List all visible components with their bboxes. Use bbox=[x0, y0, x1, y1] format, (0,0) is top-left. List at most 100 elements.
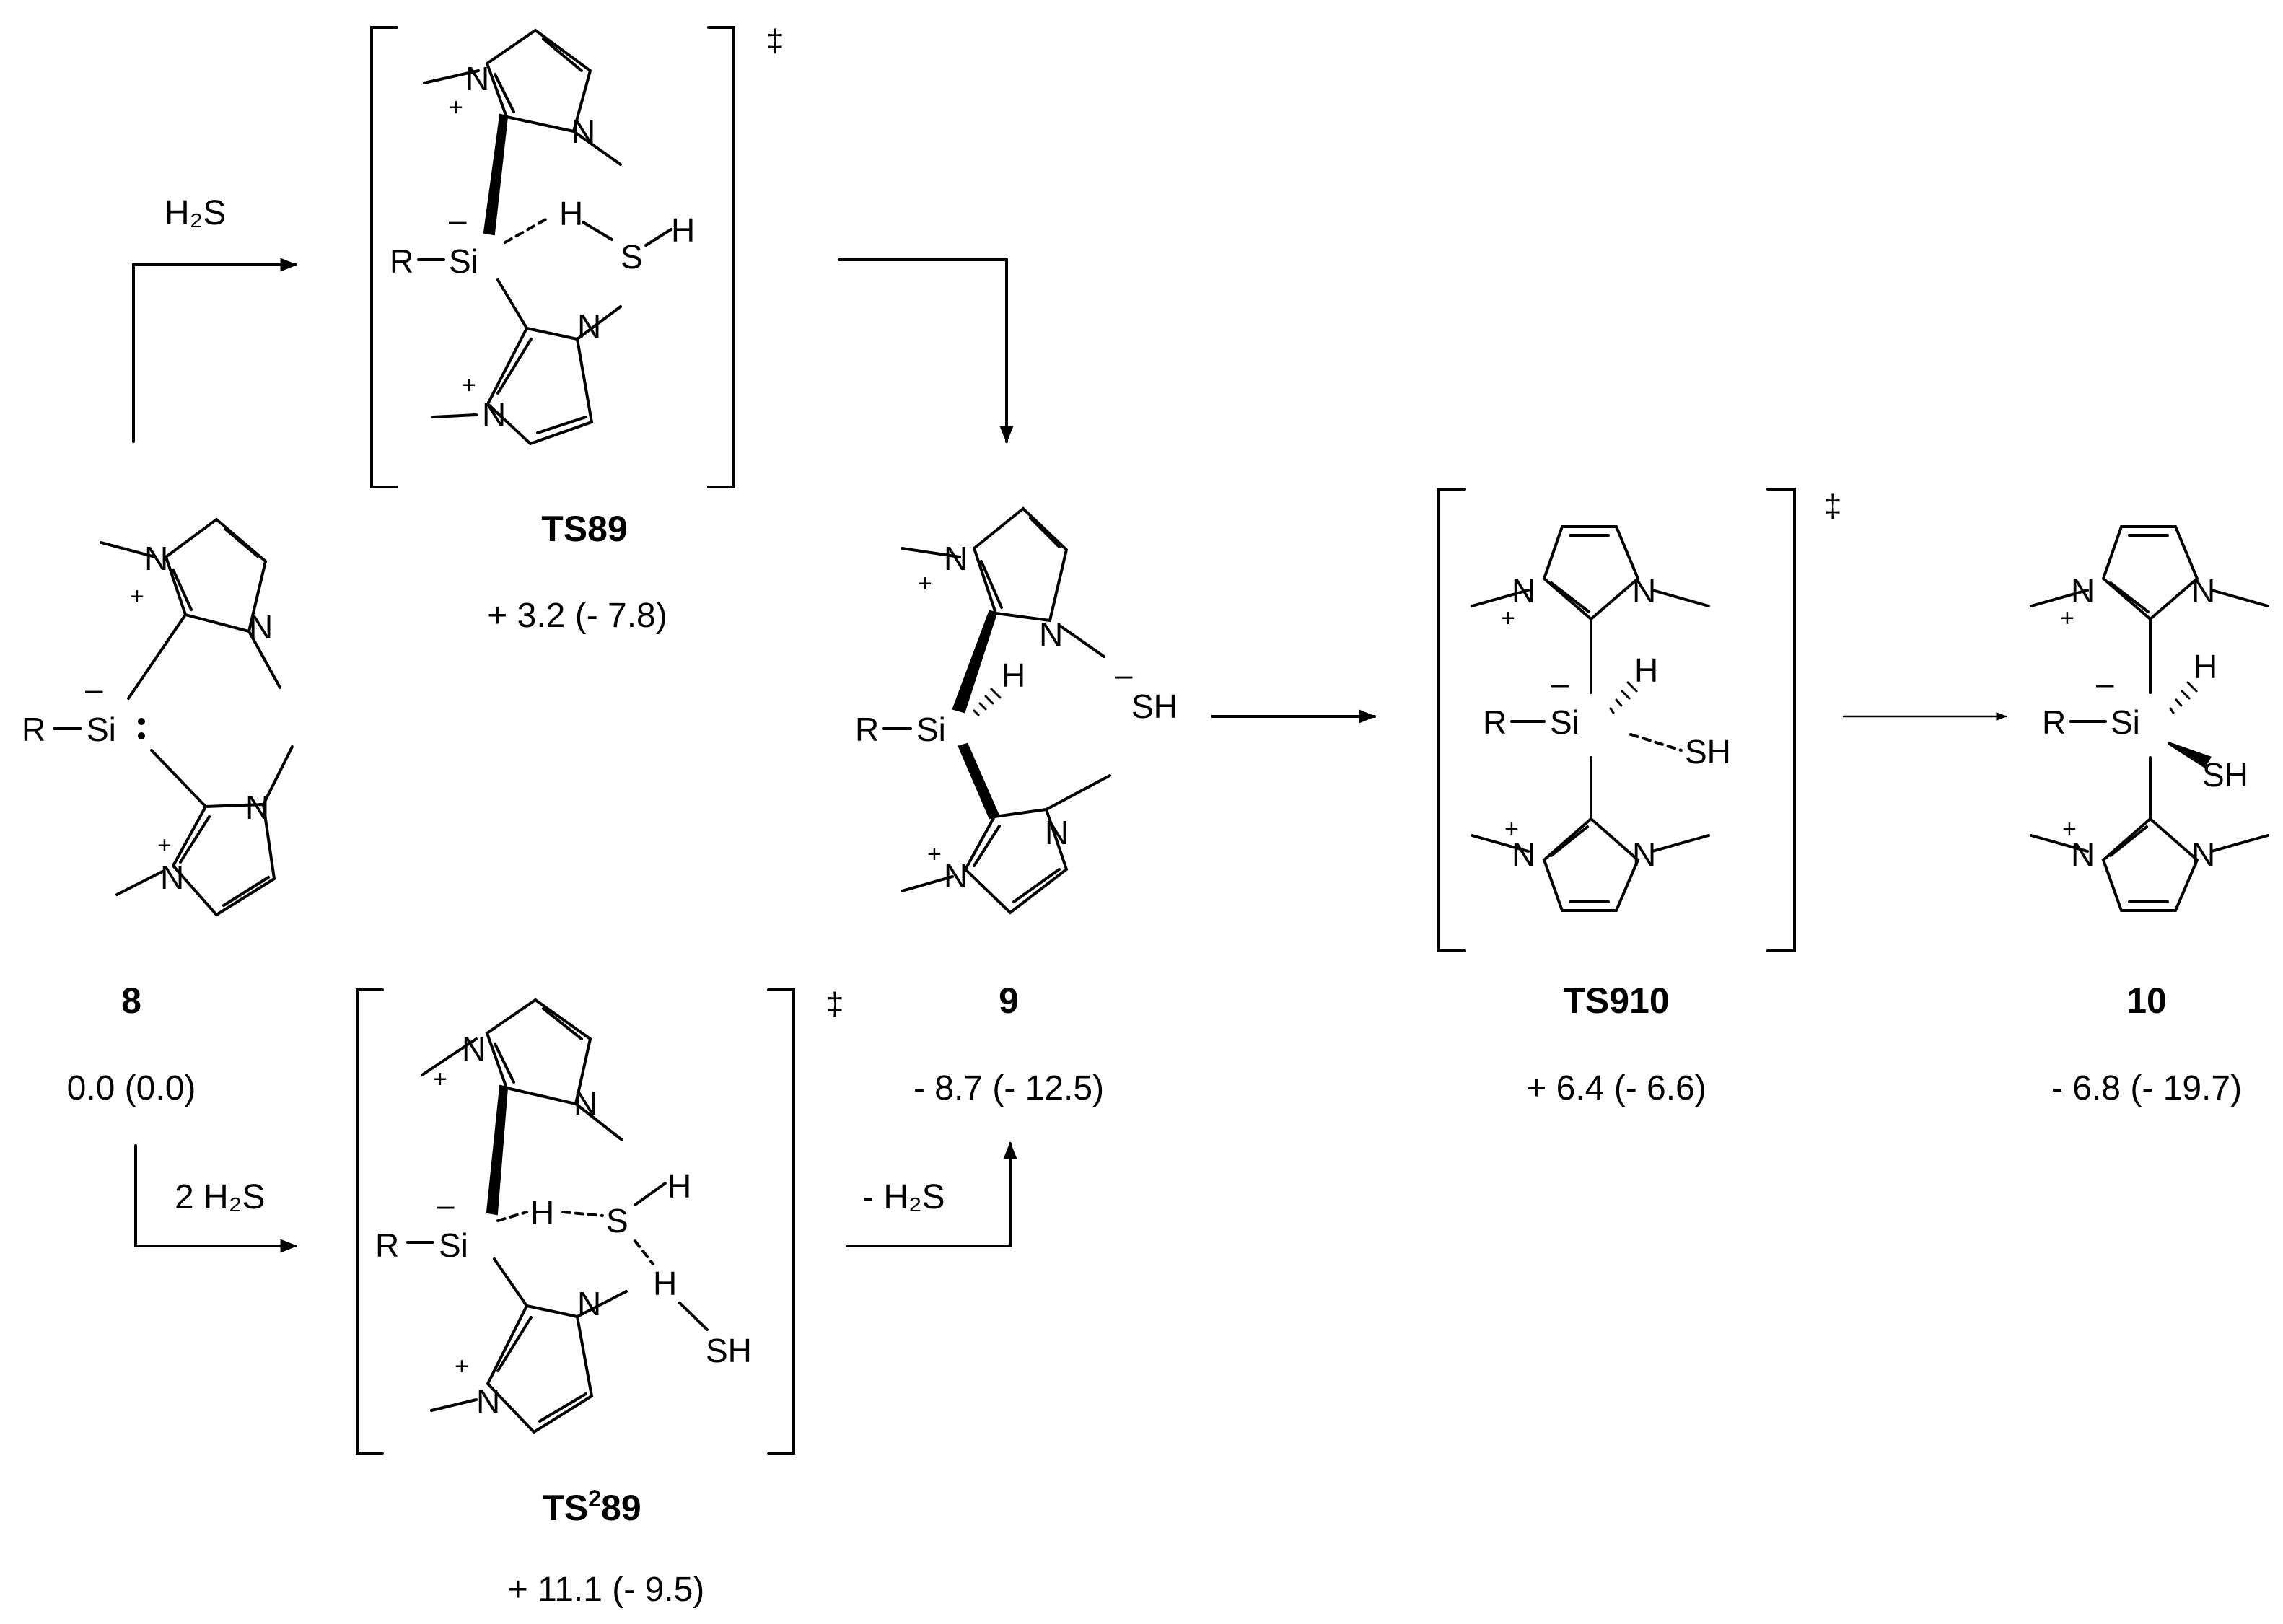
compound-energy-9: - 8.7 (- 12.5) bbox=[913, 1069, 1105, 1107]
atom-ts289-sh: SH bbox=[706, 1332, 752, 1369]
atom-9-n4: N bbox=[944, 857, 968, 895]
atom-9-minus: – bbox=[1115, 657, 1133, 693]
atom-9-si: Si bbox=[916, 711, 946, 748]
atom-ts89-plus2: + bbox=[462, 372, 476, 399]
compound-name-ts289: TS289 bbox=[542, 1487, 641, 1528]
compound-name-ts89: TS89 bbox=[541, 509, 628, 549]
atom-9-r: R bbox=[855, 711, 879, 748]
atom-8-minus: – bbox=[85, 672, 103, 707]
atom-ts89-minus: – bbox=[449, 203, 467, 238]
atom-9-n3: N bbox=[1045, 814, 1069, 851]
atom-ts89-h1: H bbox=[559, 195, 583, 232]
atom-10-si: Si bbox=[2111, 703, 2140, 741]
bracket-ts910 bbox=[1437, 488, 1796, 952]
atom-ts89-n2: N bbox=[571, 113, 595, 150]
arrow-ts289-to-9 bbox=[846, 1141, 1017, 1247]
reagent-minus-h2s: - H₂S bbox=[862, 1178, 945, 1216]
compound-energy-ts910: + 6.4 (- 6.6) bbox=[1526, 1069, 1706, 1107]
atom-ts289-h1: H bbox=[530, 1194, 554, 1232]
atom-8-si: Si bbox=[87, 711, 116, 748]
atom-ts910-n1: N bbox=[1512, 572, 1535, 610]
atom-ts289-plus1: + bbox=[433, 1066, 447, 1093]
atom-ts289-r: R bbox=[375, 1226, 399, 1264]
atom-ts289-si: Si bbox=[439, 1226, 468, 1264]
compound-energy-10: - 6.8 (- 19.7) bbox=[2051, 1069, 2243, 1107]
arrow-8-to-ts289 bbox=[134, 1144, 298, 1253]
ts289-superscript: 2 bbox=[588, 1485, 602, 1511]
atom-ts910-sh: SH bbox=[1685, 733, 1731, 771]
atom-9-n1: N bbox=[944, 540, 968, 577]
atom-8-n2: N bbox=[249, 608, 273, 646]
atom-ts89-plus1: + bbox=[449, 94, 463, 121]
compound-energy-ts289: + 11.1 (- 9.5) bbox=[507, 1571, 705, 1609]
atom-ts289-n4: N bbox=[476, 1382, 500, 1420]
structure-9 bbox=[882, 506, 1111, 915]
atom-9-h: H bbox=[1002, 657, 1025, 694]
atom-ts910-si: Si bbox=[1550, 703, 1579, 741]
compound-energy-ts89: + 3.2 (- 7.8) bbox=[487, 597, 667, 635]
atom-9-plus1: + bbox=[918, 570, 932, 597]
atom-ts910-h: H bbox=[1634, 651, 1658, 689]
atom-ts89-h2: H bbox=[671, 211, 695, 249]
structure-10 bbox=[2030, 525, 2269, 912]
atom-ts289-minus: – bbox=[437, 1188, 455, 1223]
compound-name-8: 8 bbox=[121, 980, 141, 1021]
atom-10-h: H bbox=[2194, 648, 2217, 685]
atom-8-n1: N bbox=[144, 540, 168, 577]
atom-9-plus2: + bbox=[927, 840, 942, 868]
atom-8-n4: N bbox=[160, 859, 184, 896]
atom-ts289-n3: N bbox=[577, 1285, 601, 1322]
atom-ts89-n1: N bbox=[465, 60, 489, 97]
compound-name-9: 9 bbox=[999, 980, 1019, 1021]
atom-ts89-s: S bbox=[621, 238, 643, 276]
atom-ts910-plus1: + bbox=[1501, 605, 1515, 632]
atom-10-plus2: + bbox=[2062, 815, 2077, 843]
compound-name-10: 10 bbox=[2126, 980, 2167, 1021]
atom-ts910-minus: – bbox=[1551, 666, 1569, 701]
ts289-suffix: 89 bbox=[601, 1488, 641, 1528]
atom-ts289-s: S bbox=[606, 1202, 628, 1239]
atom-8-plus2: + bbox=[157, 832, 172, 859]
atom-10-n2: N bbox=[2191, 572, 2215, 610]
atom-ts89-n3: N bbox=[577, 307, 601, 345]
atom-10-r: R bbox=[2042, 703, 2066, 741]
atom-ts89-si: Si bbox=[449, 242, 478, 280]
atom-10-plus1: + bbox=[2060, 605, 2074, 632]
atom-10-n1: N bbox=[2071, 572, 2095, 610]
atom-8-r: R bbox=[22, 711, 45, 748]
structure-ts89 bbox=[417, 28, 672, 446]
bracket-ts289 bbox=[356, 988, 795, 1455]
atom-8-n3: N bbox=[245, 789, 269, 826]
atom-ts910-n3: N bbox=[1512, 835, 1535, 873]
double-dagger-ts910: ‡ bbox=[1824, 488, 1842, 524]
atom-ts89-r: R bbox=[390, 242, 413, 280]
atom-ts289-h2: H bbox=[667, 1167, 691, 1205]
atom-ts910-n4: N bbox=[1632, 835, 1656, 873]
reagent-h2s-top: H₂S bbox=[165, 194, 227, 232]
compound-energy-8: 0.0 (0.0) bbox=[66, 1069, 196, 1107]
bracket-ts89 bbox=[370, 26, 735, 488]
atom-ts289-plus2: + bbox=[455, 1353, 469, 1380]
compound-name-ts910: TS910 bbox=[1563, 980, 1670, 1021]
lone-pair-dots bbox=[138, 718, 145, 739]
atom-10-n4: N bbox=[2191, 835, 2215, 873]
structure-8 bbox=[53, 517, 294, 917]
arrow-ts89-to-9 bbox=[838, 258, 1014, 444]
double-dagger-ts289: ‡ bbox=[826, 986, 844, 1022]
atom-ts910-n2: N bbox=[1632, 572, 1656, 610]
atom-9-sh: SH bbox=[1131, 688, 1178, 725]
reagent-2-h2s: 2 H₂S bbox=[175, 1178, 266, 1216]
atom-ts289-n2: N bbox=[574, 1084, 597, 1122]
structure-ts289 bbox=[406, 998, 709, 1434]
atom-ts89-n4: N bbox=[482, 395, 506, 433]
atom-10-n3: N bbox=[2071, 835, 2095, 873]
double-dagger-ts89: ‡ bbox=[766, 23, 784, 58]
arrow-8-to-ts89 bbox=[132, 258, 298, 443]
atom-ts289-n1: N bbox=[462, 1030, 486, 1068]
structure-ts910 bbox=[1471, 525, 1710, 912]
atom-10-sh: SH bbox=[2202, 756, 2248, 794]
ts289-prefix: TS bbox=[542, 1488, 589, 1528]
atom-9-n2: N bbox=[1039, 615, 1063, 653]
atom-ts910-plus2: + bbox=[1504, 815, 1519, 843]
